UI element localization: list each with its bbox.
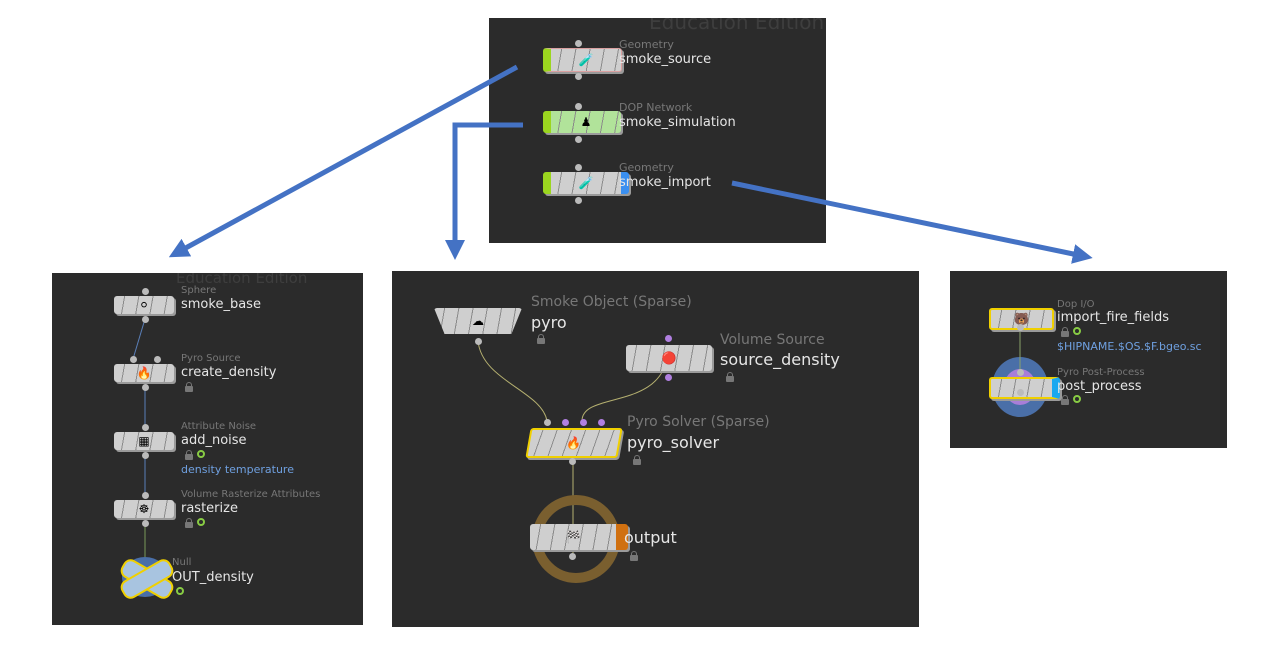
node-pyro[interactable]: ☁ <box>434 308 522 334</box>
lock-icon <box>185 382 193 392</box>
node-type: Volume Rasterize Attributes <box>181 489 321 500</box>
dop-sim-panel: ☁ Smoke Object (Sparse) pyro 🔴 Volume So… <box>392 271 919 627</box>
node-create-density[interactable]: 🔥 <box>114 364 174 382</box>
node-comment: $HIPNAME.$OS.$F.bgeo.sc <box>1057 340 1202 353</box>
node-name: smoke_simulation <box>619 115 736 130</box>
lock-icon <box>726 372 734 382</box>
lock-icon <box>1061 395 1069 405</box>
node-output[interactable]: 🏁 <box>530 524 628 550</box>
pyro-solver-icon: 🔥 <box>565 436 583 450</box>
cook-status-icon <box>197 450 205 458</box>
dop-network-icon: ♟ <box>580 115 592 129</box>
node-smoke-simulation[interactable]: ♟ <box>543 111 621 133</box>
node-post-process[interactable] <box>989 377 1060 399</box>
node-name: smoke_source <box>619 52 712 67</box>
node-name: smoke_import <box>619 175 711 190</box>
geometry-icon: 🧪 <box>578 53 594 67</box>
node-type: Geometry <box>619 161 674 174</box>
node-type: Pyro Post-Process <box>1057 367 1145 378</box>
node-name: import_fire_fields <box>1057 310 1169 325</box>
node-smoke-base[interactable]: ⚪ <box>114 296 174 314</box>
fire-icon: 🔥 <box>136 366 152 380</box>
lock-icon <box>630 551 638 561</box>
node-add-noise[interactable]: ▦ <box>114 432 174 450</box>
cook-status-icon <box>1073 327 1081 335</box>
sop-source-panel: Education Edition ⚪ Sphere smoke_base 🔥 … <box>52 273 363 625</box>
output-flag-icon: 🏁 <box>565 530 581 544</box>
lock-icon <box>185 450 193 460</box>
node-smoke-source[interactable]: 🧪 <box>543 48 622 72</box>
sop-import-panel: 🐻 Dop I/O import_fire_fields $HIPNAME.$O… <box>950 271 1227 448</box>
geometry-icon: 🧪 <box>578 176 594 190</box>
cook-status-icon <box>176 587 184 595</box>
node-comment: density temperature <box>181 463 294 476</box>
node-rasterize[interactable]: ☸ <box>114 500 174 518</box>
node-type: Dop I/O <box>1057 299 1095 310</box>
node-name: pyro_solver <box>627 433 720 452</box>
node-type: Volume Source <box>720 332 825 348</box>
lock-icon <box>1061 327 1069 337</box>
node-type: Sphere <box>181 285 217 296</box>
cloud-icon: ☁ <box>472 314 484 328</box>
node-type: Pyro Solver (Sparse) <box>627 414 770 430</box>
node-type: Geometry <box>619 38 674 51</box>
rasterize-icon: ☸ <box>138 502 150 516</box>
dop-io-icon: 🐻 <box>1014 312 1029 326</box>
cook-status-icon <box>1073 395 1081 403</box>
node-name: post_process <box>1057 379 1142 394</box>
node-name: create_density <box>181 365 277 380</box>
lock-icon <box>633 455 641 465</box>
node-import-fire-fields[interactable]: 🐻 <box>989 308 1054 330</box>
noise-icon: ▦ <box>138 434 150 448</box>
node-name: add_noise <box>181 433 247 448</box>
node-pyro-solver[interactable]: 🔥 <box>525 428 623 458</box>
node-out-density[interactable] <box>117 556 177 602</box>
watermark: Education Edition <box>176 273 308 287</box>
node-name: smoke_base <box>181 297 261 312</box>
lock-icon <box>185 518 193 528</box>
node-type: DOP Network <box>619 101 693 114</box>
node-source-density[interactable]: 🔴 <box>626 345 712 371</box>
node-name: source_density <box>720 350 840 369</box>
node-name: rasterize <box>181 501 238 516</box>
node-name: pyro <box>531 313 567 332</box>
node-type: Smoke Object (Sparse) <box>531 294 692 310</box>
node-type: Null <box>172 557 192 568</box>
volume-source-icon: 🔴 <box>661 351 677 365</box>
node-name: OUT_density <box>172 570 254 585</box>
obj-network-panel: Education Edition 🧪 Geometry smoke_sourc… <box>489 18 826 243</box>
node-smoke-import[interactable]: 🧪 <box>543 172 629 194</box>
node-name: output <box>624 528 677 547</box>
watermark: Education Edition <box>649 18 825 34</box>
sphere-icon: ⚪ <box>138 298 150 312</box>
cook-status-icon <box>197 518 205 526</box>
lock-icon <box>537 334 545 344</box>
node-type: Pyro Source <box>181 353 241 364</box>
node-type: Attribute Noise <box>181 421 257 432</box>
